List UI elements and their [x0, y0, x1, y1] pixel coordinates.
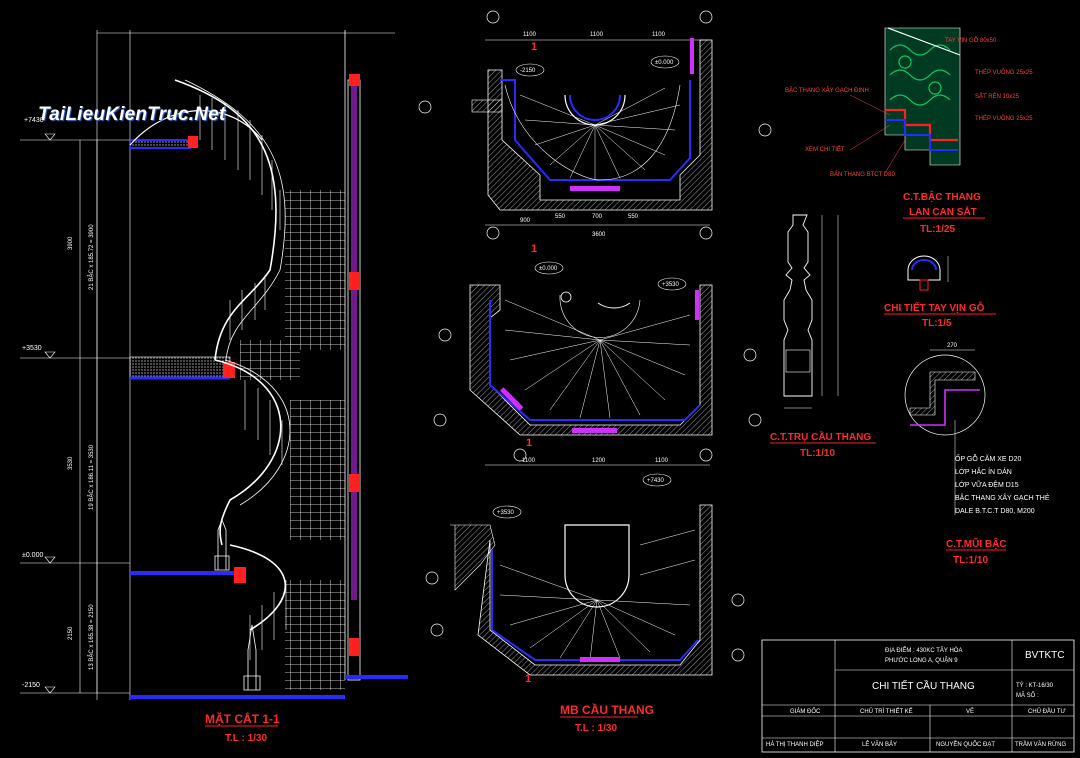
post-detail: C.T.TRỤ CẦU THANG TL:1/10 [770, 214, 876, 459]
dim-label: 1100 [522, 458, 536, 464]
dim-label: 550 [628, 214, 639, 220]
section-view: +7430 +3530 ±0.000 -2150 3900 3530 2150 … [20, 30, 408, 744]
dim-label: 550 [555, 214, 566, 220]
nosing-note: ỐP GỖ CĂM XE D20 [955, 453, 1021, 463]
railing-scale: TL:1/25 [920, 224, 955, 235]
level-label: ±0.000 [655, 60, 674, 66]
plan-middle: ±0.000 +3530 1 1 [469, 261, 713, 449]
railing-note: SẮT RÈN 10x25 [975, 92, 1020, 100]
level-label: +3530 [497, 510, 515, 516]
dim-label: 2150 [68, 626, 74, 640]
railing-note: BẢN THANG BTCT D80 [830, 171, 895, 178]
drawing-scale: TỶ : KT-16/30 [1016, 682, 1054, 689]
level-label: +3530 [662, 282, 680, 288]
section-scale: T.L : 1/30 [225, 733, 267, 744]
plan-views: 1100 1100 1100 900 550 700 550 [418, 10, 772, 734]
railing-note: BẬC THANG XÂY GẠCH ĐINH [785, 87, 869, 94]
drawing-code: BVTKTC [1025, 650, 1064, 661]
handrail-scale: TL:1/5 [922, 318, 952, 329]
stair-note: 21 BẬC x 185.72 = 3900 [88, 224, 95, 290]
signer-name: TRẦM VĂN RỪNG [1015, 741, 1066, 748]
level-label: -2150 [520, 68, 536, 74]
role-label: GIÁM ĐỐC [790, 708, 821, 715]
dim-label: 1100 [523, 32, 537, 38]
railing-note: XEM CHI TIẾT [805, 146, 845, 153]
stair-note: 19 BẬC x 186.11 = 3530 [88, 444, 95, 510]
post-scale: TL:1/10 [800, 448, 835, 459]
dim-label: 3530 [68, 456, 74, 470]
nosing-note: LỚP HẮC ÍN DÁN [955, 467, 1012, 476]
nosing-detail: 270 ỐP GỖ CĂM XE D20 LỚP HẮC ÍN DÁN LỚP … [904, 343, 1050, 566]
location-line: ĐỊA ĐIỂM : 430KC TÂY HÒA [885, 647, 962, 654]
drawing-name: CHI TIẾT CẦU THANG [872, 679, 975, 692]
section-mark: 1 [526, 437, 532, 449]
section-mark: 1 [525, 673, 531, 685]
plan-scale: T.L : 1/30 [575, 723, 617, 734]
dim-label: 700 [592, 214, 603, 220]
level-label: ±0.000 [539, 266, 558, 272]
watermark-logo: TaiLieuKienTruc.Net [38, 104, 226, 125]
dim-label: 1100 [590, 32, 604, 38]
plan-top: 1100 1100 1100 900 550 700 550 [471, 32, 713, 255]
stair-note: 13 BẬC x 165.38 = 2150 [88, 604, 95, 670]
signer-name: NGUYỄN QUỐC ĐẠT [936, 741, 995, 748]
role-label: CHỦ ĐẦU TƯ [1028, 708, 1066, 715]
plan-title: MB CẦU THANG [560, 702, 654, 717]
handrail-detail: CHI TIẾT TAY VỊN GỖ TL:1/5 [884, 255, 996, 329]
level-label: ±0.000 [22, 552, 43, 559]
section-mark: 1 [531, 41, 537, 53]
railing-detail: TAY VỊN GỖ 80x50 THÉP VUÔNG 25x25 SẮT RÈ… [785, 27, 1033, 235]
sheet-number: MÃ SỐ : [1016, 692, 1039, 699]
title-block: ĐỊA ĐIỂM : 430KC TÂY HÒA PHƯỚC LONG A, Q… [761, 639, 1075, 753]
location-line: PHƯỚC LONG A, QUẬN 9 [885, 657, 958, 664]
nosing-note: BẬC THANG XÂY GẠCH THẺ [955, 493, 1050, 502]
section-title: MẶT CẮT 1-1 [205, 711, 280, 726]
dim-label: 900 [520, 218, 531, 224]
dim-label: 3900 [68, 236, 74, 250]
dim-label: 270 [947, 343, 958, 349]
nosing-note: DALE B.T.C.T D80, M200 [955, 508, 1035, 515]
nosing-note: LỚP VỮA ĐỆM D15 [955, 480, 1019, 489]
role-label: CHỦ TRÌ THIẾT KẾ [860, 708, 913, 715]
dim-label: 1200 [592, 458, 606, 464]
handrail-title: CHI TIẾT TAY VỊN GỖ [884, 301, 985, 314]
signer-name: HÀ THỊ THANH DIỆP [766, 740, 823, 748]
railing-note: TAY VỊN GỖ 80x50 [945, 37, 997, 44]
role-label: VẼ [966, 708, 974, 715]
nosing-title: C.T.MŨI BẬC [946, 537, 1007, 550]
nosing-scale: TL:1/10 [953, 555, 988, 566]
level-label: +7430 [647, 478, 665, 484]
level-label: +3530 [22, 345, 42, 352]
dim-label: 1100 [652, 32, 666, 38]
railing-title: C.T.BẬC THANG [903, 190, 981, 203]
dim-label: 1100 [655, 458, 669, 464]
railing-title: LAN CAN SẮT [909, 205, 977, 218]
level-label: -2150 [22, 682, 40, 689]
level-label: +7430 [24, 117, 44, 124]
section-mark: 1 [531, 243, 537, 255]
dim-label: 3600 [592, 232, 606, 238]
railing-note: THÉP VUÔNG 25x25 [975, 69, 1033, 76]
railing-note: THÉP VUÔNG 25x25 [975, 115, 1033, 122]
signer-name: LÊ VĂN BẢY [862, 740, 897, 748]
plan-bottom: 1100 1200 1100 +3530 +7430 1 1 [450, 458, 713, 685]
post-title: C.T.TRỤ CẦU THANG [770, 430, 871, 443]
